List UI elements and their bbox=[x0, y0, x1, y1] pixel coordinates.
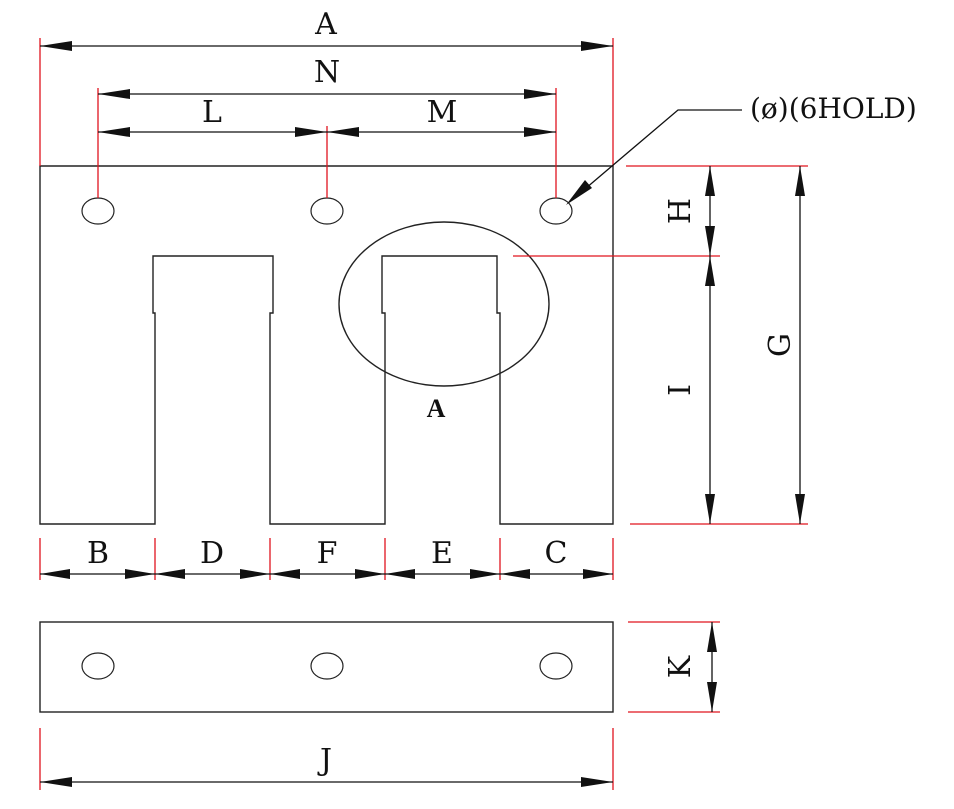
arrow bbox=[40, 777, 72, 787]
arrow bbox=[355, 569, 385, 579]
arrow bbox=[98, 127, 130, 137]
dim-label-h: H bbox=[663, 198, 698, 224]
dim-label-g: G bbox=[763, 333, 798, 357]
arrow bbox=[40, 41, 72, 51]
dim-label-d: D bbox=[200, 536, 224, 571]
arrow bbox=[705, 494, 715, 524]
arrow bbox=[500, 569, 530, 579]
dim-label-c: C bbox=[545, 536, 568, 571]
dim-label-l: L bbox=[202, 95, 222, 130]
dim-label-e: E bbox=[431, 536, 453, 571]
arrow bbox=[707, 622, 717, 652]
arrow bbox=[125, 569, 155, 579]
hole-left bbox=[81, 197, 115, 225]
arrow bbox=[795, 494, 805, 524]
arrow bbox=[524, 127, 556, 137]
bar-outline bbox=[39, 621, 614, 713]
bar-hole-right bbox=[539, 652, 573, 680]
dim-label-k: K bbox=[663, 655, 698, 678]
arrow bbox=[327, 127, 359, 137]
bar-hole-left bbox=[81, 652, 115, 680]
arrow bbox=[795, 166, 805, 196]
arrow bbox=[98, 89, 130, 99]
dim-label-j: J bbox=[317, 743, 332, 778]
dim-label-f: F bbox=[317, 536, 338, 571]
arrow bbox=[385, 569, 415, 579]
arrow bbox=[583, 569, 613, 579]
arrow bbox=[524, 89, 556, 99]
hole-note-leader bbox=[571, 109, 742, 201]
hole-right bbox=[539, 197, 573, 225]
arrow bbox=[705, 256, 715, 286]
dim-label-a: A bbox=[314, 7, 337, 42]
arrow bbox=[470, 569, 500, 579]
arrow bbox=[566, 180, 592, 205]
detail-a-label: A bbox=[427, 394, 446, 423]
detail-a-circle bbox=[338, 221, 550, 387]
hole-center bbox=[310, 197, 344, 225]
arrow bbox=[707, 682, 717, 712]
arrow bbox=[581, 41, 613, 51]
arrow bbox=[581, 777, 613, 787]
dim-label-b: B bbox=[87, 536, 109, 571]
dim-label-i: I bbox=[663, 384, 698, 396]
main-plate-outline bbox=[39, 165, 614, 525]
bar-hole-center bbox=[310, 652, 344, 680]
dim-label-n: N bbox=[314, 55, 340, 90]
arrow bbox=[705, 226, 715, 256]
arrow bbox=[295, 127, 327, 137]
arrow bbox=[155, 569, 185, 579]
arrow bbox=[40, 569, 70, 579]
arrow bbox=[270, 569, 300, 579]
dim-label-m: M bbox=[427, 95, 458, 130]
hole-note: (ø)(6HOLD) bbox=[750, 92, 917, 125]
arrow bbox=[240, 569, 270, 579]
arrow bbox=[705, 166, 715, 196]
